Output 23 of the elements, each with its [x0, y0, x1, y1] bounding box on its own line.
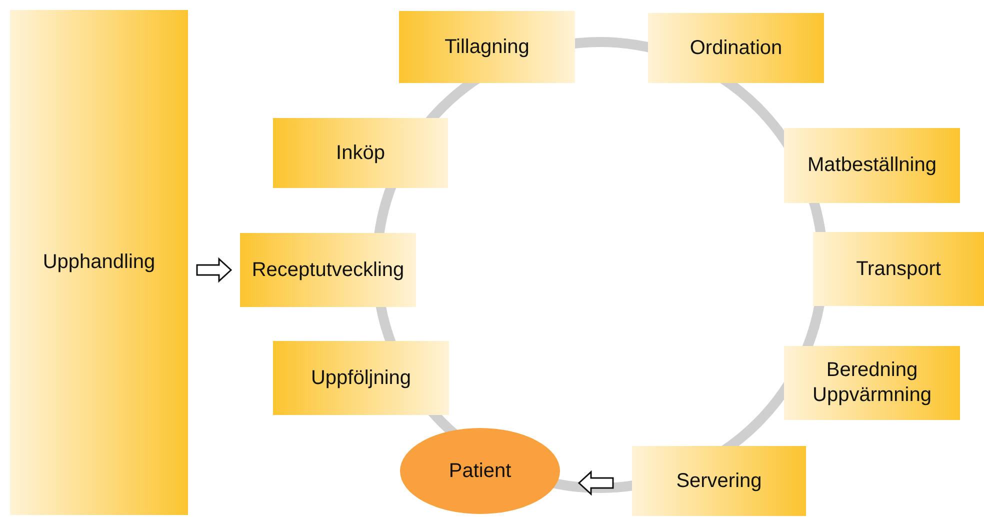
process-box — [273, 118, 448, 188]
process-box — [648, 13, 824, 83]
step-label: Matbeställning — [808, 153, 936, 178]
arrow — [578, 470, 614, 496]
step-label: Inköp — [336, 140, 385, 166]
step-label: Servering — [676, 468, 762, 494]
arrow — [196, 257, 232, 283]
process-box — [632, 446, 806, 516]
process-box — [399, 11, 575, 83]
step-label: Beredning Uppvärmning — [812, 358, 932, 408]
step-label: Tillagning — [444, 34, 530, 60]
step-label: Transport — [856, 256, 941, 282]
process-box — [784, 128, 960, 203]
process-box — [273, 341, 449, 415]
step-label: Patient — [448, 458, 512, 484]
process-box — [240, 233, 416, 307]
process-box — [813, 232, 984, 306]
step-label: Uppföljning — [310, 366, 412, 390]
step-label: Ordination — [690, 36, 782, 60]
step-label: Upphandling — [42, 250, 156, 275]
step-label: Receptutveckling — [252, 258, 404, 282]
process-box — [10, 10, 188, 515]
process-box — [784, 346, 960, 420]
